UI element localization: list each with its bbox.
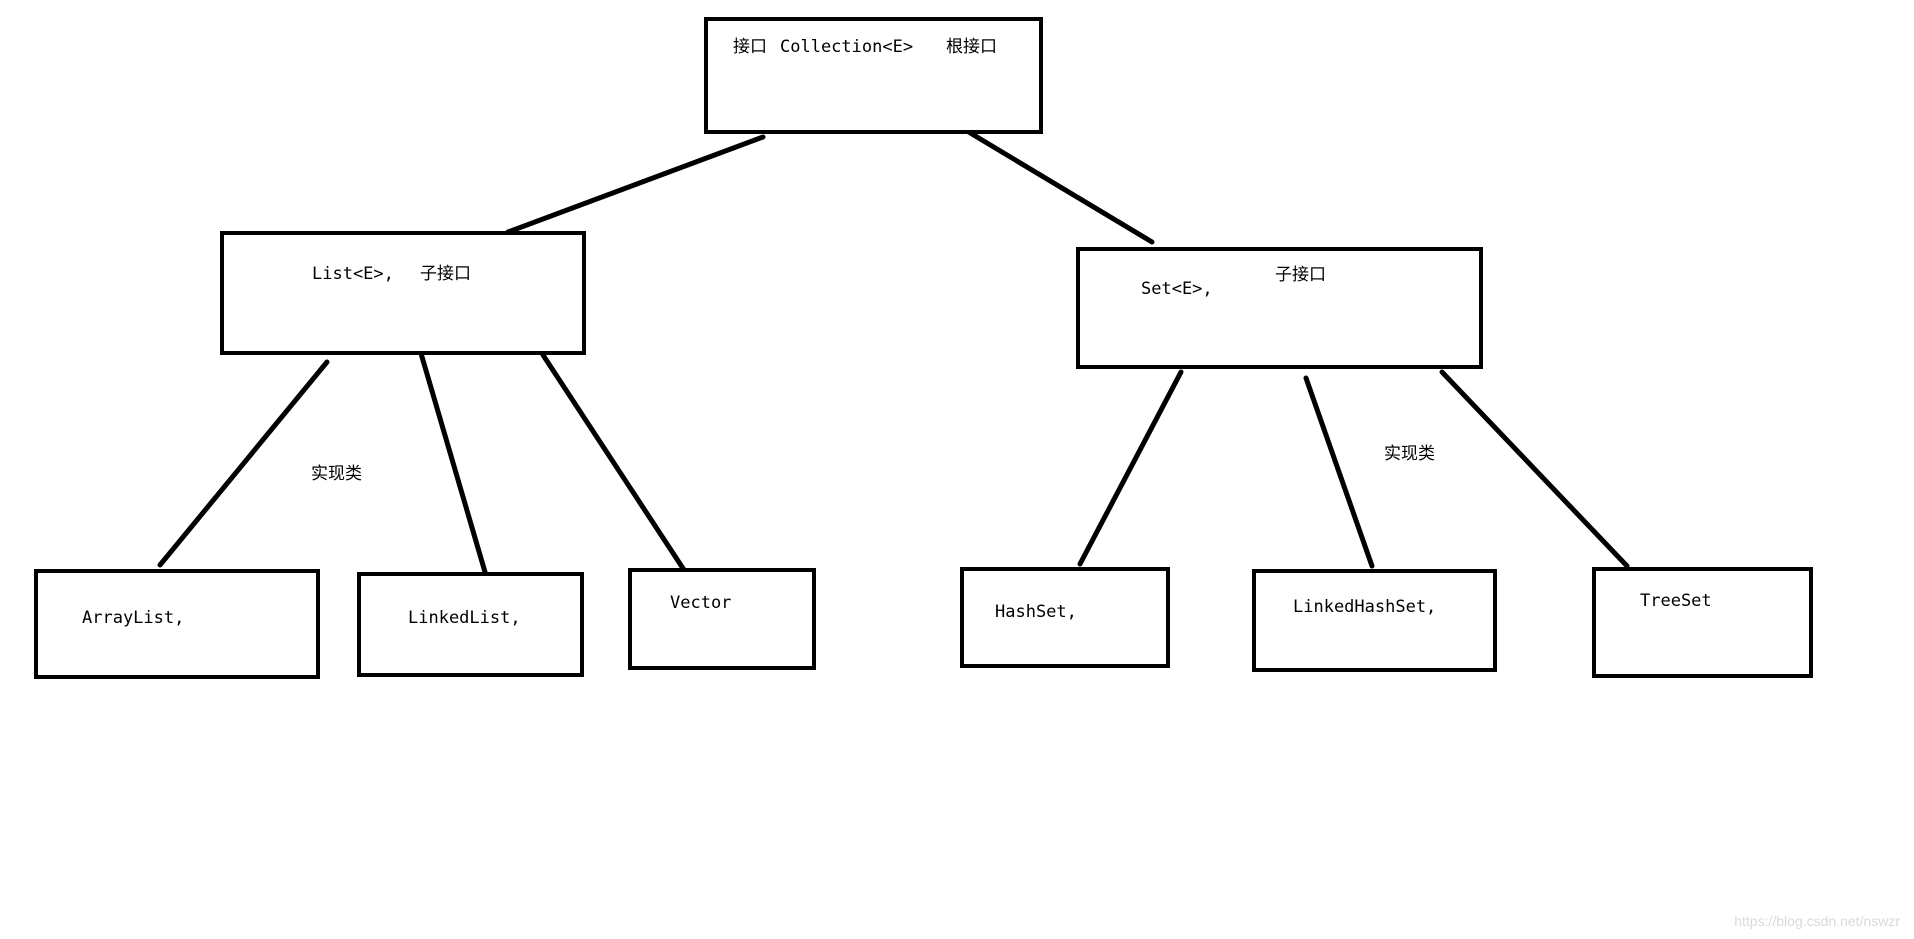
list-impl-label: 实现类 [311, 464, 362, 484]
edge-set-to-treeset [1439, 369, 1630, 569]
treeset-label: TreeSet [1640, 591, 1712, 611]
arraylist-box [34, 569, 320, 679]
edge-root-to-set [959, 125, 1155, 245]
arraylist-label: ArrayList, [82, 608, 185, 628]
edge-set-to-linkedhashset [1303, 375, 1375, 569]
edge-set-to-hashset [1077, 369, 1184, 567]
treeset-box [1592, 567, 1813, 678]
hashset-box [960, 567, 1170, 668]
list-interface-box [220, 231, 586, 355]
linkedlist-label: LinkedList, [408, 608, 521, 628]
hashset-label: HashSet, [995, 602, 1077, 622]
list-interface-role: 子接口 [420, 264, 471, 284]
edge-list-to-vector [540, 352, 691, 579]
vector-box [628, 568, 816, 670]
root-prefix-label: 接口 [733, 37, 767, 57]
root-interface-name: Collection<E> [780, 37, 914, 57]
set-interface-role: 子接口 [1275, 265, 1326, 285]
edge-list-to-linkedlist [417, 347, 488, 575]
set-interface-box [1076, 247, 1483, 369]
linkedhashset-box [1252, 569, 1497, 672]
set-impl-label: 实现类 [1384, 444, 1435, 464]
edge-list-to-arraylist [157, 359, 330, 568]
linkedlist-box [357, 572, 584, 677]
root-suffix-label: 根接口 [946, 37, 997, 57]
set-interface-name: Set<E>, [1141, 279, 1213, 299]
list-interface-name: List<E>, [312, 264, 394, 284]
vector-label: Vector [670, 593, 732, 613]
root-interface-box [704, 17, 1043, 134]
watermark-text: https://blog.csdn.net/nswzr [1734, 913, 1900, 929]
edge-root-to-list [505, 134, 766, 235]
linkedhashset-label: LinkedHashSet, [1293, 597, 1437, 617]
